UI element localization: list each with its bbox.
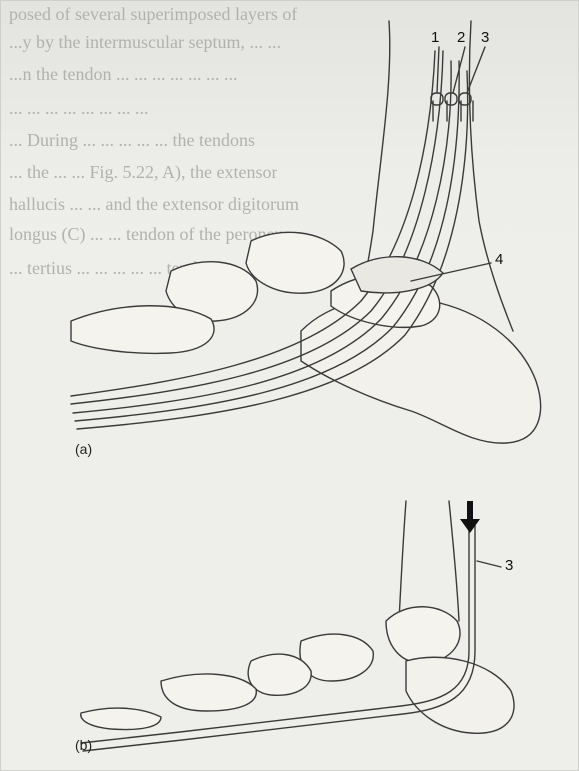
phalanx: [81, 708, 161, 729]
leg-bone: [449, 501, 459, 621]
callout-1: 1: [431, 29, 439, 46]
panel-b-label: (b): [75, 737, 92, 753]
leg-bone: [469, 21, 513, 331]
callout-4: 4: [495, 251, 503, 268]
talus: [386, 607, 460, 663]
leg-bone: [399, 501, 406, 621]
metatarsal: [161, 674, 256, 711]
tarsal-bone: [248, 654, 311, 695]
calcaneus: [406, 657, 514, 733]
metatarsal: [71, 306, 214, 354]
callout-3: 3: [481, 29, 489, 46]
force-arrow: [460, 501, 480, 533]
callout-2: 2: [457, 29, 465, 46]
tarsal-bone: [246, 232, 344, 293]
tendon-sheath: [431, 93, 443, 105]
callout-leader: [437, 47, 439, 93]
panel-b-drawing: [81, 501, 514, 751]
callout-3-panel-b: 3: [505, 557, 513, 574]
panel-a-drawing: [71, 21, 541, 443]
panel-a-label: (a): [75, 441, 92, 457]
callout-leader: [477, 561, 501, 567]
